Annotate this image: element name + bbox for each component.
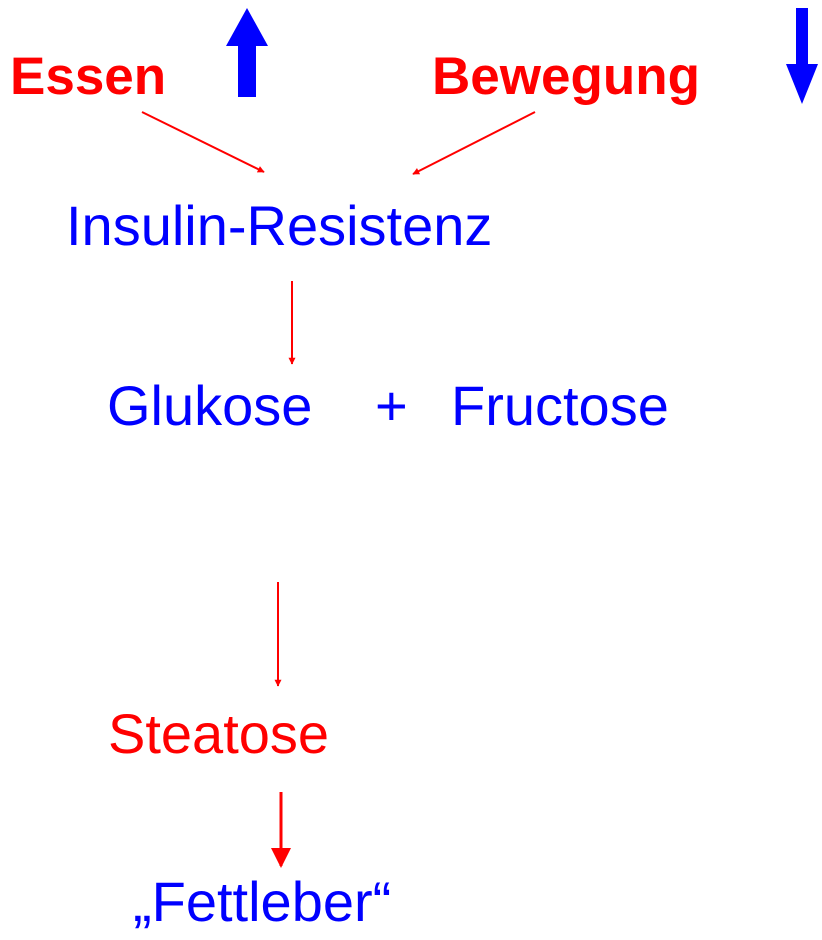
arrow-essen-to-insulin: [141, 111, 265, 173]
plus-sign: +: [375, 374, 408, 437]
steatose-label: Steatose: [108, 702, 330, 765]
glukose-label: Glukose: [107, 374, 313, 437]
fettleber-label: „Fettleber“: [133, 870, 392, 933]
insulin-resistenz-label: Insulin-Resistenz: [66, 194, 493, 257]
arrow-down-icon: [786, 8, 818, 104]
fructose-label: Fructose: [451, 374, 669, 437]
arrow-up-icon: [226, 8, 268, 97]
arrow-bewegung-to-insulin: [412, 111, 536, 175]
essen-label: Essen: [10, 47, 167, 106]
bewegung-label: Bewegung: [432, 47, 700, 106]
